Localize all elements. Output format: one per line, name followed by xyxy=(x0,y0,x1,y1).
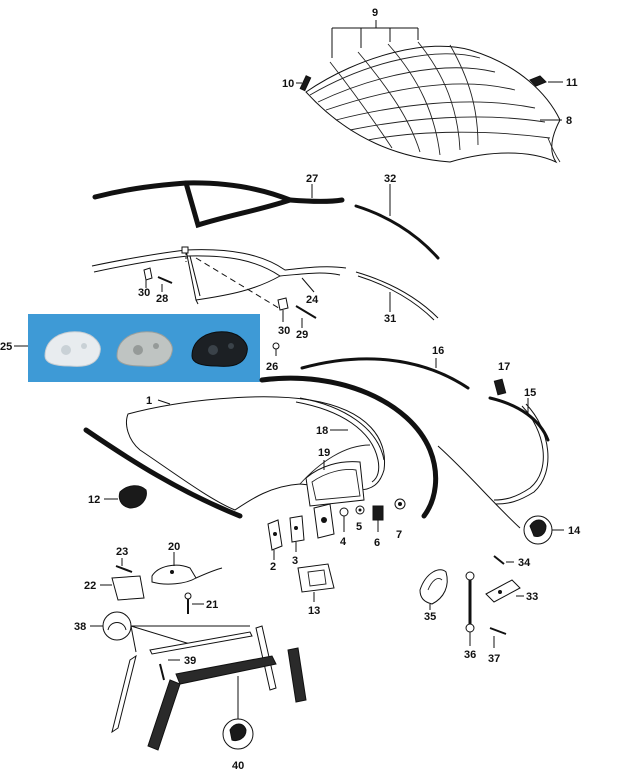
part-4-washer xyxy=(339,507,349,532)
part-30-clip-lower xyxy=(277,297,289,322)
callout-21: 21 xyxy=(206,599,218,611)
part-7-washer xyxy=(394,498,406,510)
callout-26: 26 xyxy=(266,361,278,373)
part-15-seal xyxy=(488,396,550,505)
callout-3: 3 xyxy=(292,555,298,567)
callout-7: 7 xyxy=(396,529,402,541)
callout-20: 20 xyxy=(168,541,180,553)
part-36-strut xyxy=(465,571,475,646)
part-main-seal-arc xyxy=(259,375,521,529)
part-13-catch xyxy=(297,563,335,602)
part-24-window-frame xyxy=(91,246,347,311)
part-12-edge-seal xyxy=(83,427,243,519)
callout-30-upper: 30 xyxy=(138,287,150,299)
part-40-rubber-seal xyxy=(147,647,307,751)
callout-4: 4 xyxy=(340,536,347,548)
callout-labels: 9 10 11 8 27 32 30 28 24 31 30 29 25 16 … xyxy=(0,7,581,772)
part-20-latch xyxy=(151,552,223,585)
part-26-screw xyxy=(272,342,280,356)
part-32-rear-seal xyxy=(354,184,440,260)
callout-28: 28 xyxy=(156,293,168,305)
part-14-grommet xyxy=(523,515,564,545)
callout-35: 35 xyxy=(424,611,436,623)
part-latch-bracket xyxy=(313,503,335,539)
callout-23: 23 xyxy=(116,546,128,558)
part-6-plate xyxy=(372,505,384,532)
part-5-nut xyxy=(355,505,365,515)
callout-5: 5 xyxy=(356,521,362,533)
part-23-screw xyxy=(115,558,133,573)
part-30-clip-upper xyxy=(143,267,153,288)
part-10-clip xyxy=(296,75,312,92)
part-gasket-strips xyxy=(111,625,277,734)
callout-32: 32 xyxy=(384,173,396,185)
callout-1: 1 xyxy=(146,395,152,407)
callout-19: 19 xyxy=(318,447,330,459)
callout-34: 34 xyxy=(518,557,531,569)
part-33-hinge xyxy=(485,579,524,603)
callout-8: 8 xyxy=(566,115,572,127)
part-37-screw xyxy=(489,627,507,648)
part-3-hinge-plate xyxy=(289,515,305,552)
callout-15: 15 xyxy=(524,387,536,399)
part-29-screw xyxy=(295,305,317,328)
rib-bracket-lines xyxy=(331,20,419,58)
callout-22: 22 xyxy=(84,580,96,592)
callout-31: 31 xyxy=(384,313,396,325)
callout-12: 12 xyxy=(88,494,100,506)
part-17-seal-piece xyxy=(493,378,507,396)
headliner-assembly xyxy=(305,41,561,164)
callout-10: 10 xyxy=(282,78,294,90)
part-22-bracket xyxy=(100,575,145,601)
callout-27: 27 xyxy=(306,173,318,185)
callout-11: 11 xyxy=(566,77,578,89)
part-2-hinge-plate xyxy=(267,519,283,560)
part-25-photo xyxy=(14,314,260,382)
callout-6: 6 xyxy=(374,537,380,549)
part-28-screw xyxy=(157,276,173,292)
part-21-screw xyxy=(184,592,204,614)
callout-40: 40 xyxy=(232,760,244,772)
callout-16: 16 xyxy=(432,345,444,357)
callout-30-lower: 30 xyxy=(278,325,290,337)
callout-33: 33 xyxy=(526,591,538,603)
callout-18: 18 xyxy=(316,425,328,437)
part-31-trim-strip xyxy=(355,271,439,321)
part-16-seal xyxy=(300,357,470,390)
part-34-screw xyxy=(493,555,514,565)
callout-2: 2 xyxy=(270,561,276,573)
callout-9: 9 xyxy=(372,7,378,19)
part-11-clip xyxy=(529,75,563,87)
part-19-quarter-window xyxy=(305,460,365,507)
part-35-cover xyxy=(419,569,448,610)
part-18-liner xyxy=(295,397,385,483)
callout-37: 37 xyxy=(488,653,500,665)
callout-38: 38 xyxy=(74,621,86,633)
callout-29: 29 xyxy=(296,329,308,341)
callout-25: 25 xyxy=(0,341,12,353)
part-27-window-seal xyxy=(92,180,345,229)
callout-36: 36 xyxy=(464,649,476,661)
photo-black-bracket xyxy=(191,331,248,367)
photo-white-bracket xyxy=(44,331,101,367)
callout-24: 24 xyxy=(306,294,319,306)
part-39-screw xyxy=(159,659,180,681)
callout-17: 17 xyxy=(498,361,510,373)
photo-gray-bracket xyxy=(116,331,173,367)
callout-14: 14 xyxy=(568,525,581,537)
callout-13: 13 xyxy=(308,605,320,617)
part-38-callout-circle xyxy=(90,611,250,653)
callout-39: 39 xyxy=(184,655,196,667)
